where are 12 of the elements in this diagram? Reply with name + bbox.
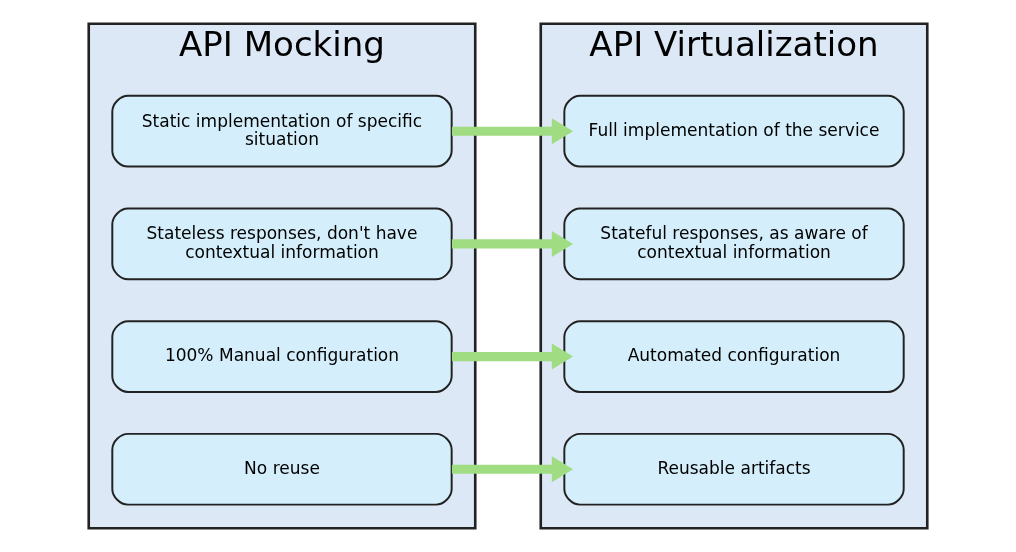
- node-box: Stateful responses, as aware of contextual information: [563, 207, 905, 281]
- node-box: Stateless responses, don't have contextual information: [111, 207, 453, 281]
- arrow: [451, 118, 574, 145]
- node-box: No reuse: [111, 432, 453, 506]
- node-box: 100% Manual configuration: [111, 320, 453, 393]
- node-box: Full implementation of the service: [563, 94, 905, 168]
- node-box: Reusable artifacts: [563, 432, 905, 506]
- node-box: Automated configuration: [563, 320, 905, 393]
- arrow: [451, 456, 574, 483]
- node-box: Static implementation of specific situation: [111, 94, 453, 168]
- arrow: [451, 230, 574, 257]
- arrow: [451, 343, 574, 370]
